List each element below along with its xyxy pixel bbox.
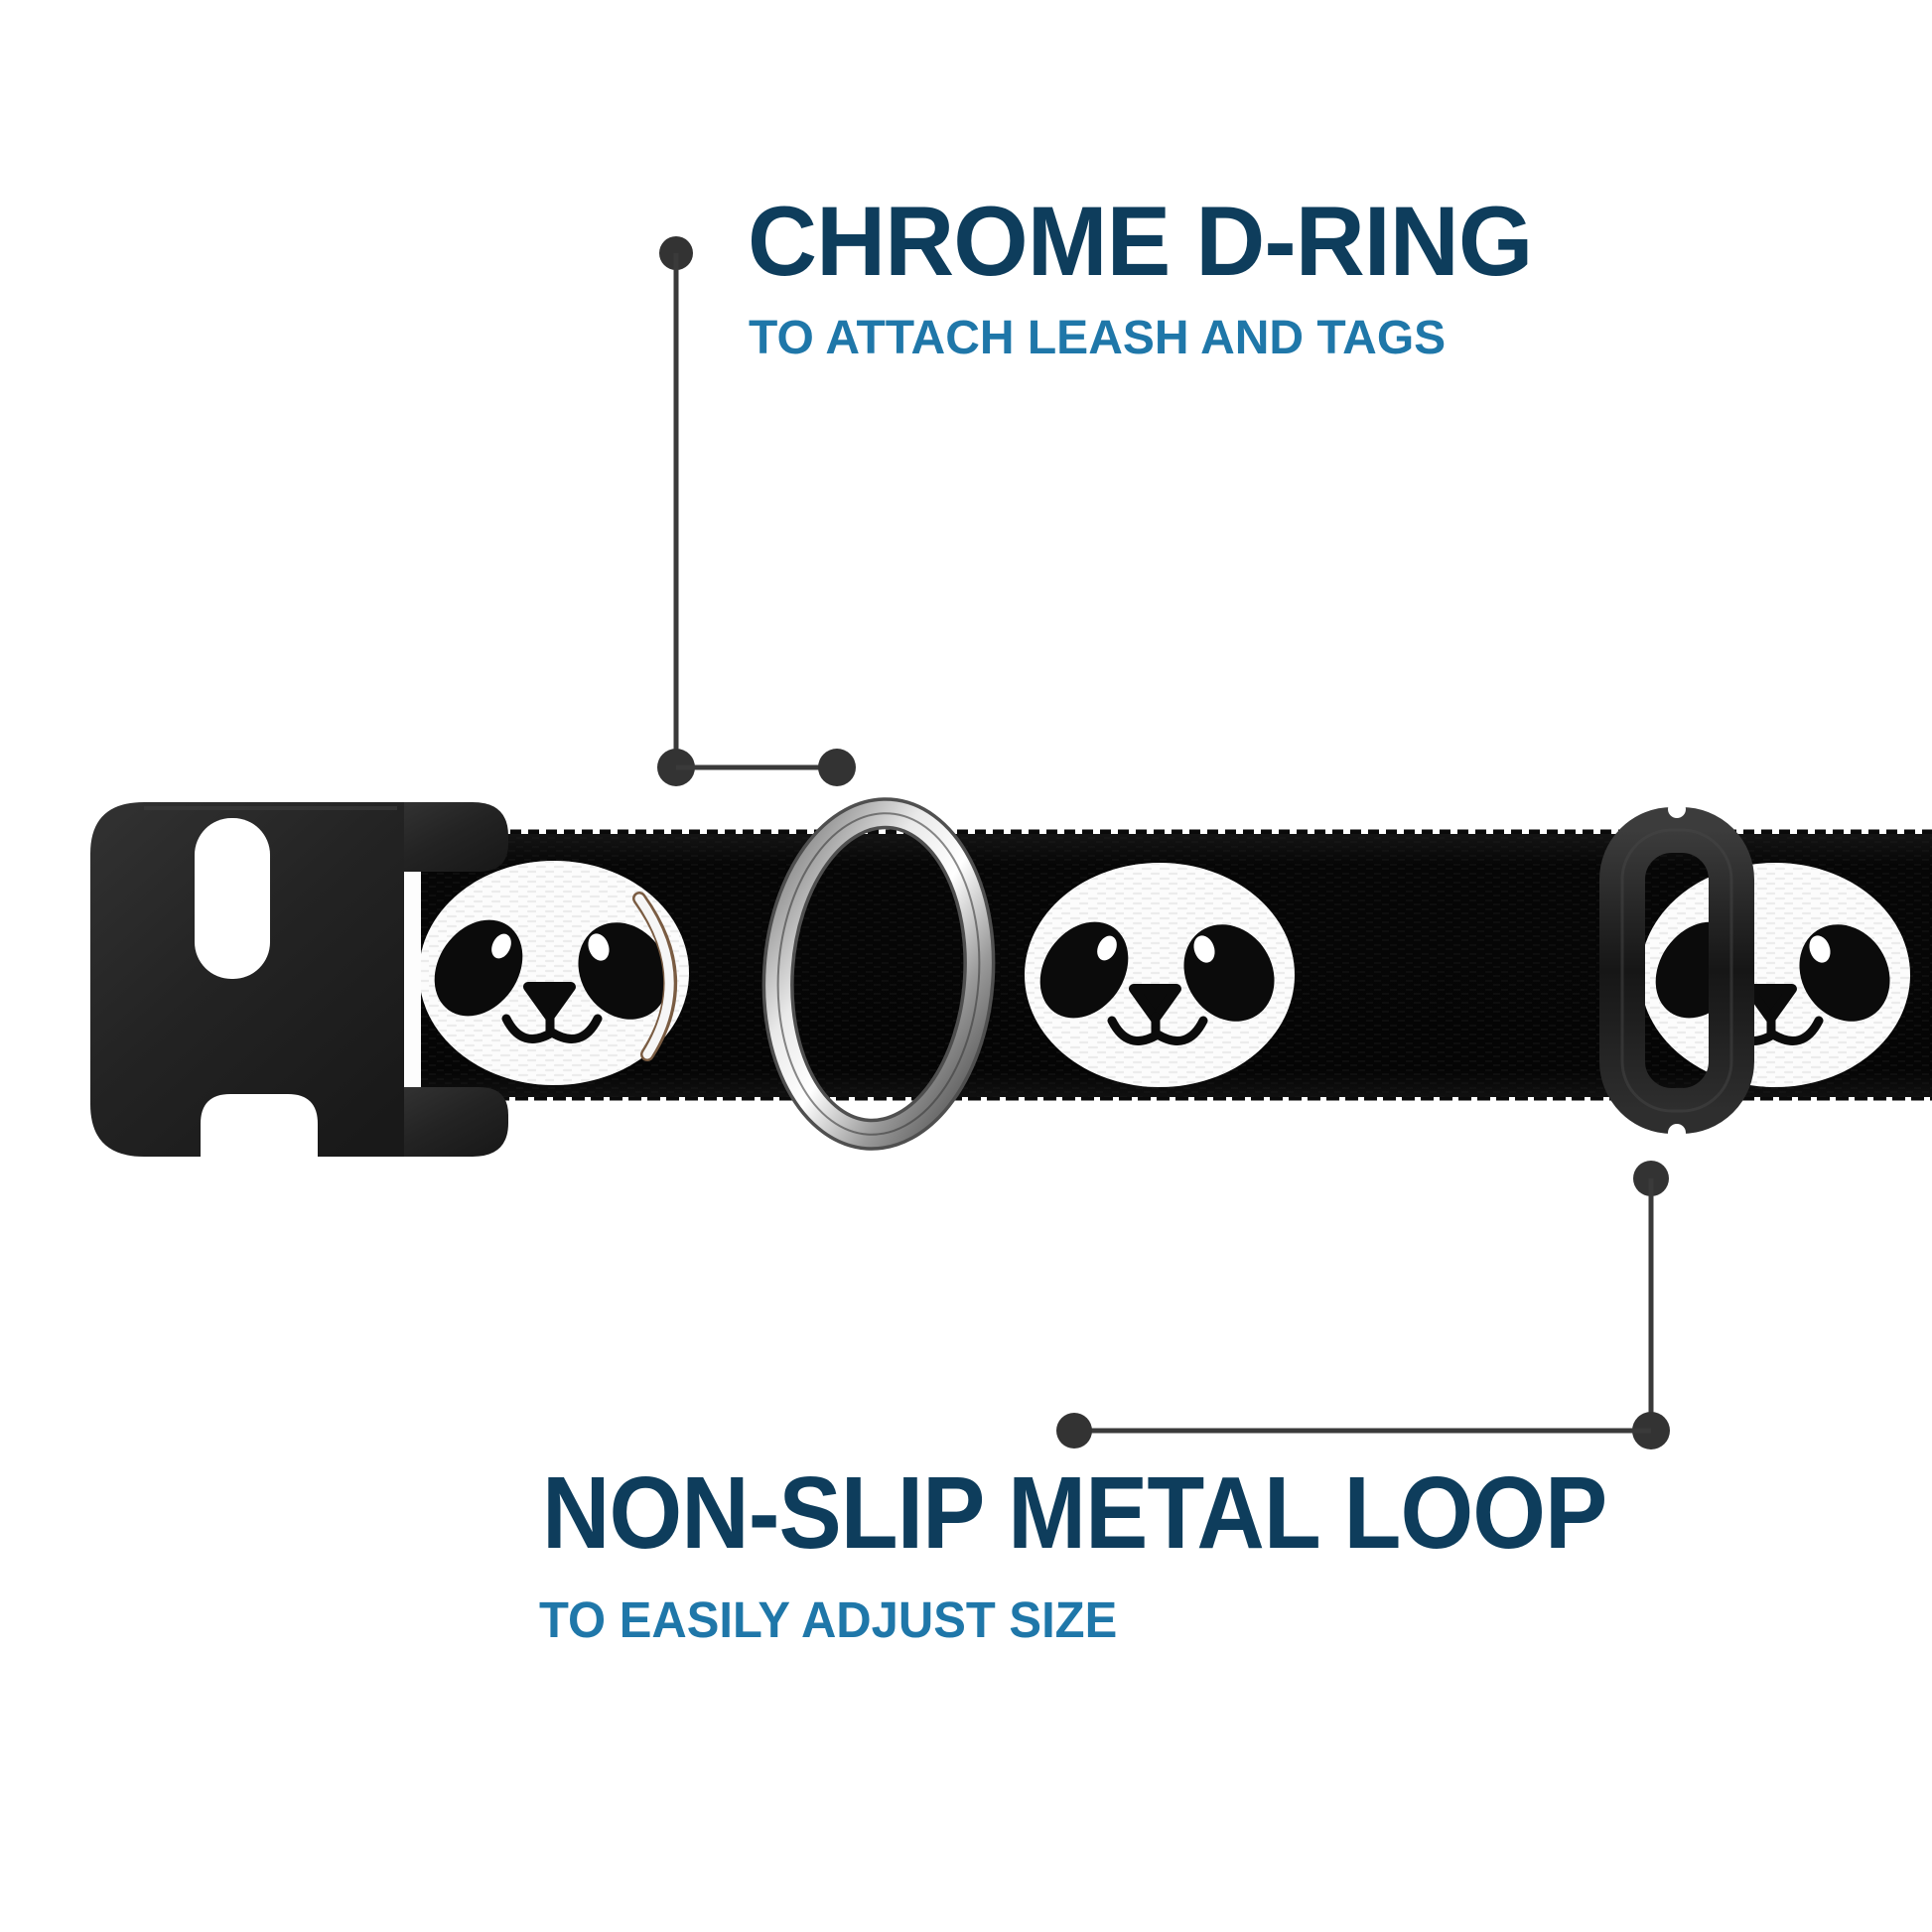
buckle-gap-highlight: [402, 842, 421, 1094]
metal-tri-glide-loop: [1599, 800, 1754, 1142]
callout-line-bottom: [1056, 1161, 1670, 1449]
loop-subtitle: TO EASILY ADJUST SIZE: [539, 1591, 1118, 1648]
side-release-buckle: [90, 802, 508, 1164]
dring-title: CHROME D-RING: [748, 186, 1533, 296]
dring-subtitle: TO ATTACH LEASH AND TAGS: [749, 312, 1447, 364]
loop-title: NON-SLIP METAL LOOP: [542, 1455, 1607, 1570]
chrome-d-ring: [761, 797, 996, 1151]
webbing-fold-artifact: [632, 892, 678, 1061]
callout-line-top: [657, 236, 856, 786]
